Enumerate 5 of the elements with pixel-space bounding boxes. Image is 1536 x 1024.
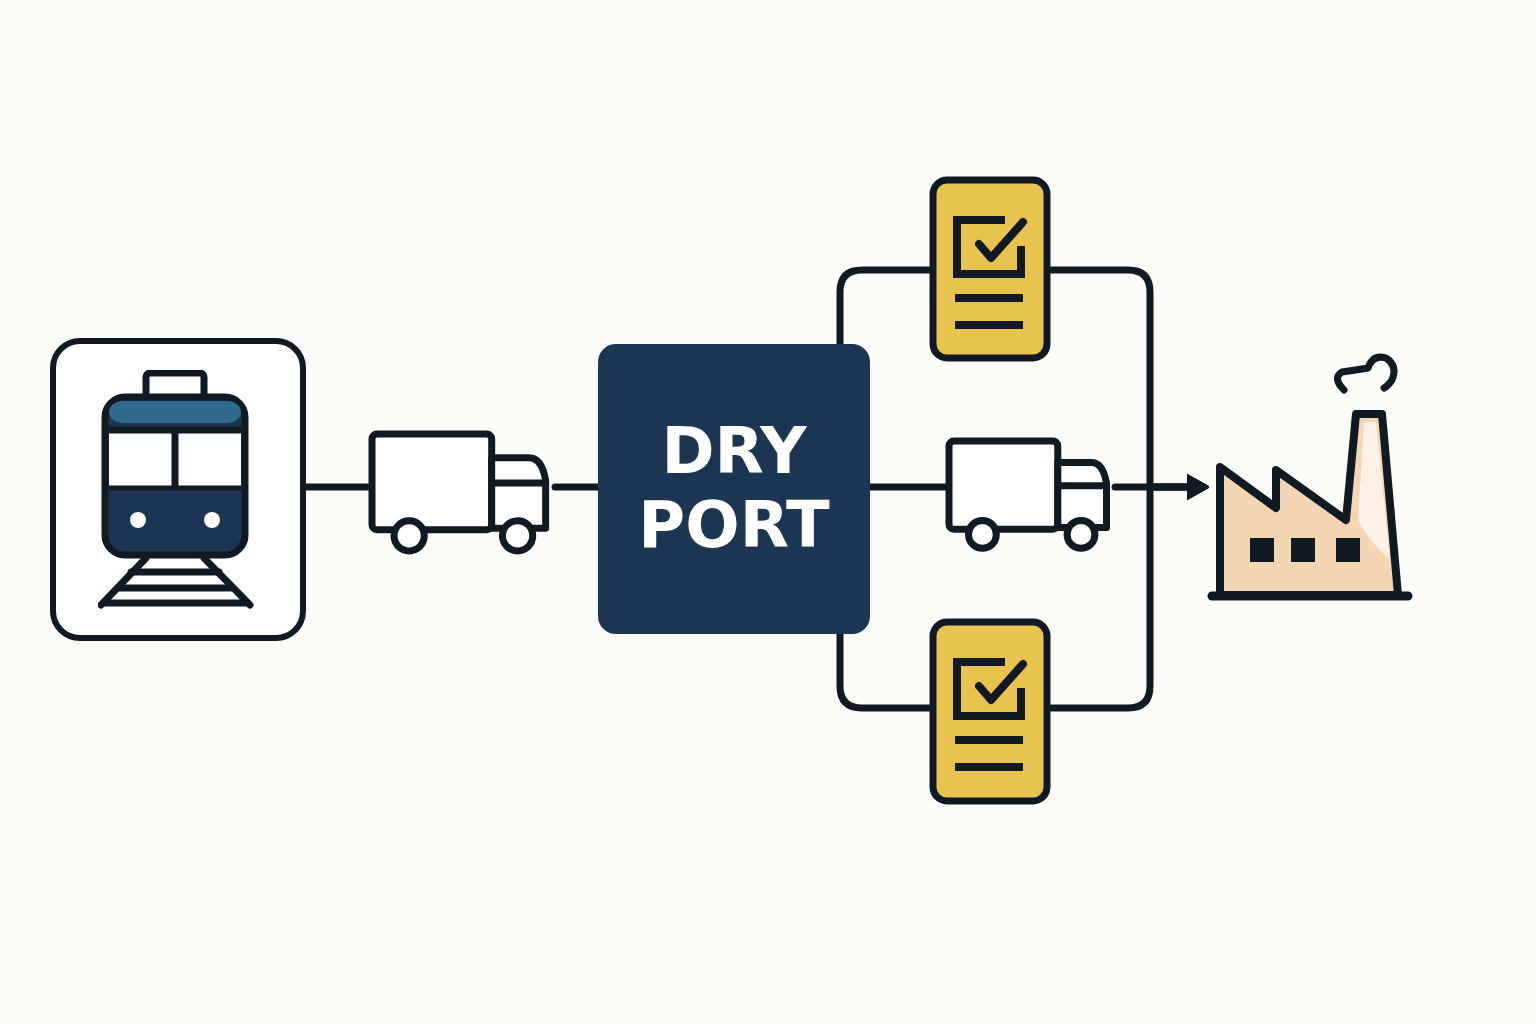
dry-port-box (598, 344, 870, 634)
box-title: DRY PORT (637, 415, 831, 563)
checklist-icon (929, 618, 1051, 805)
rounded-frame (50, 338, 306, 641)
checklist-icon (929, 176, 1051, 362)
